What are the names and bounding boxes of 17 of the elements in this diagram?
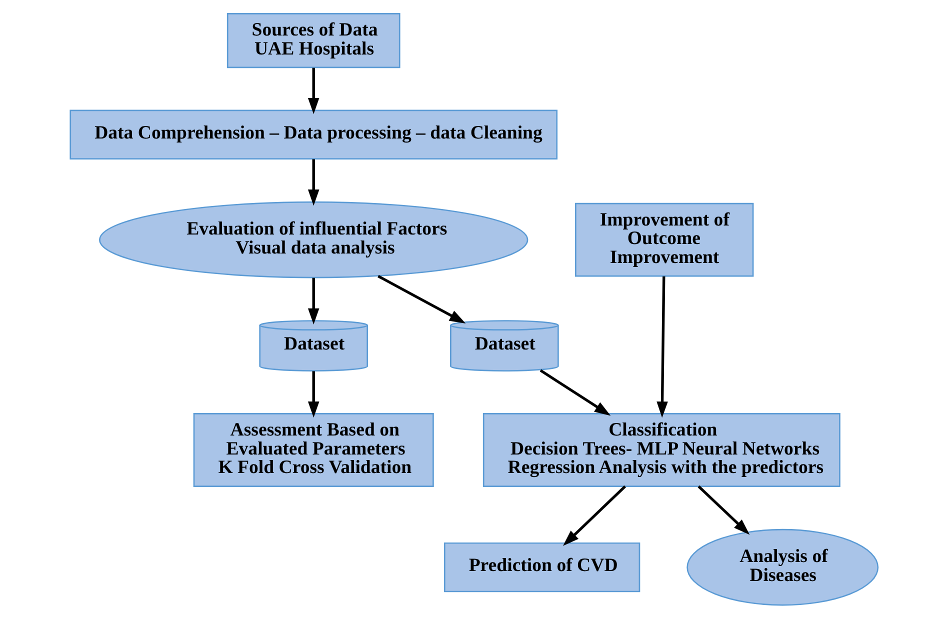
arrow (308, 159, 320, 206)
node-box: Improvement of Outcome Improvement (574, 202, 754, 277)
node-box: Prediction of CVD (444, 542, 640, 592)
node-ellipse: Analysis of Diseases (686, 528, 879, 606)
node-box: Data Comprehension – Data processing – data Cleaning (70, 110, 558, 160)
node-box: Classification Decision Trees- MLP Neural Networks Regression Analysis with the predictors (482, 413, 840, 487)
arrow (698, 485, 750, 535)
arrow (656, 276, 668, 418)
node-box: Sources of Data UAE Hospitals (226, 13, 400, 68)
arrow (540, 369, 611, 416)
arrow (308, 371, 320, 418)
arrow (562, 485, 626, 546)
node-box: Assessment Based on Evaluated Parameters K Fold Cross Validation (193, 413, 434, 487)
arrow (378, 274, 466, 324)
arrow (308, 68, 320, 114)
arrow (308, 278, 320, 325)
node-ellipse: Evaluation of influential Factors Visual data analysis (99, 201, 528, 278)
